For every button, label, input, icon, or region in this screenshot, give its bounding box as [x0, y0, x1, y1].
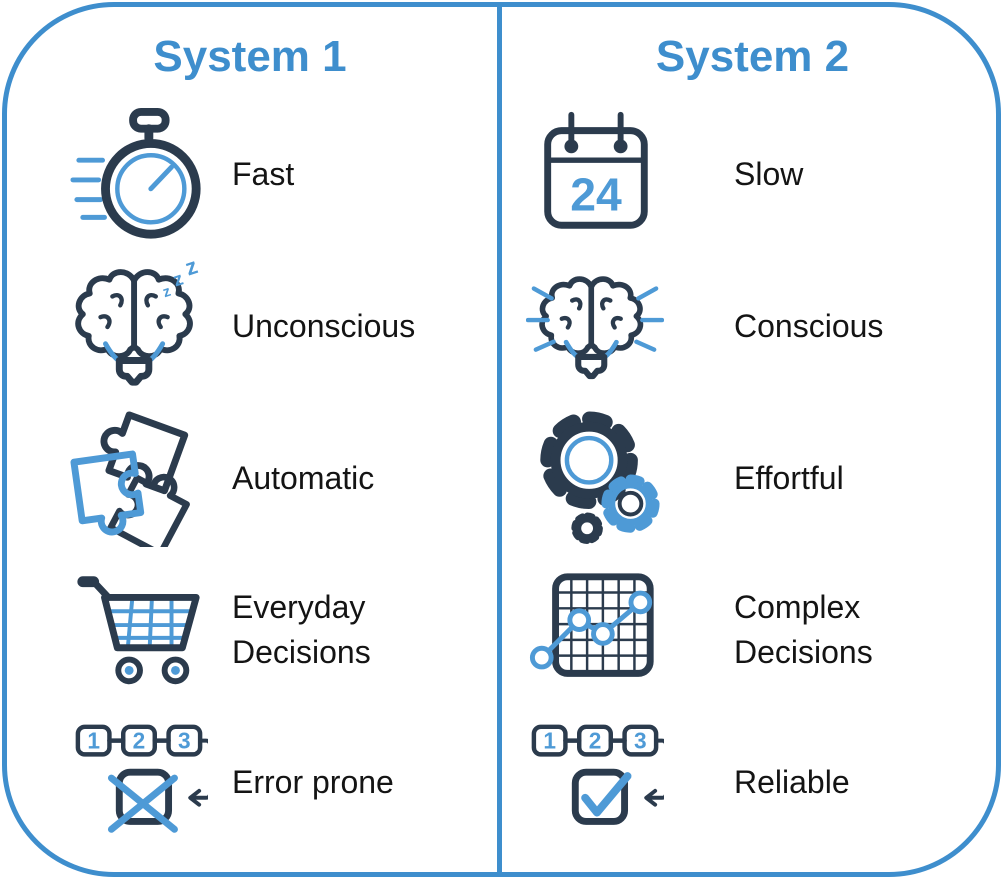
row-everyday-decisions: Everyday Decisions — [46, 554, 500, 706]
calendar-24-icon: 24 — [502, 105, 688, 243]
row-reliable: 1 2 3 Reliable — [502, 706, 1003, 858]
row-conscious: Conscious — [502, 250, 1003, 402]
svg-text:3: 3 — [634, 727, 647, 753]
svg-text:1: 1 — [87, 727, 100, 753]
row-error-prone: 1 2 3 Error prone — [46, 706, 500, 858]
row-fast: Fast — [46, 98, 500, 250]
svg-text:3: 3 — [178, 727, 191, 753]
system-2-title: System 2 — [655, 32, 850, 81]
svg-text:2: 2 — [589, 727, 602, 753]
svg-text:z: z — [170, 268, 185, 291]
system-1-title: System 1 — [153, 32, 347, 81]
row-automatic: Automatic — [46, 402, 500, 554]
system-2-column: System 2 24 Slow — [500, 0, 1003, 879]
svg-text:1: 1 — [543, 727, 556, 753]
feature-label: Complex Decisions — [734, 589, 873, 670]
feature-label: Automatic — [232, 459, 375, 496]
system-1-column: System 1 — [0, 0, 500, 879]
feature-label: Slow — [734, 155, 804, 192]
sleeping-brain-icon: z z z — [46, 257, 232, 395]
row-slow: 24 Slow — [502, 98, 1003, 250]
row-effortful: Effortful — [502, 402, 1003, 554]
system-1-rows: Fast — [46, 98, 500, 858]
svg-text:z: z — [161, 284, 173, 302]
feature-label: Effortful — [734, 459, 844, 496]
stopwatch-icon — [46, 105, 232, 243]
gears-icon — [502, 409, 688, 547]
svg-text:24: 24 — [570, 168, 622, 220]
system-2-rows: 24 Slow — [502, 98, 1003, 858]
feature-label: Everyday Decisions — [232, 589, 371, 670]
thinking-brain-icon — [502, 257, 688, 395]
feature-label: Unconscious — [232, 307, 416, 344]
puzzle-pieces-icon — [46, 409, 232, 547]
svg-text:2: 2 — [133, 727, 146, 753]
feature-label: Error prone — [232, 763, 394, 800]
line-chart-icon — [502, 561, 688, 699]
shopping-cart-icon — [46, 561, 232, 699]
feature-label: Reliable — [734, 763, 850, 800]
column-divider — [497, 5, 502, 874]
feature-label: Fast — [232, 155, 295, 192]
svg-text:z: z — [182, 257, 201, 280]
row-unconscious: z z z Unconscious — [46, 250, 500, 402]
sequence-check-icon: 1 2 3 — [502, 713, 688, 851]
sequence-error-icon: 1 2 3 — [46, 713, 232, 851]
feature-label: Conscious — [734, 307, 884, 344]
row-complex-decisions: Complex Decisions — [502, 554, 1003, 706]
